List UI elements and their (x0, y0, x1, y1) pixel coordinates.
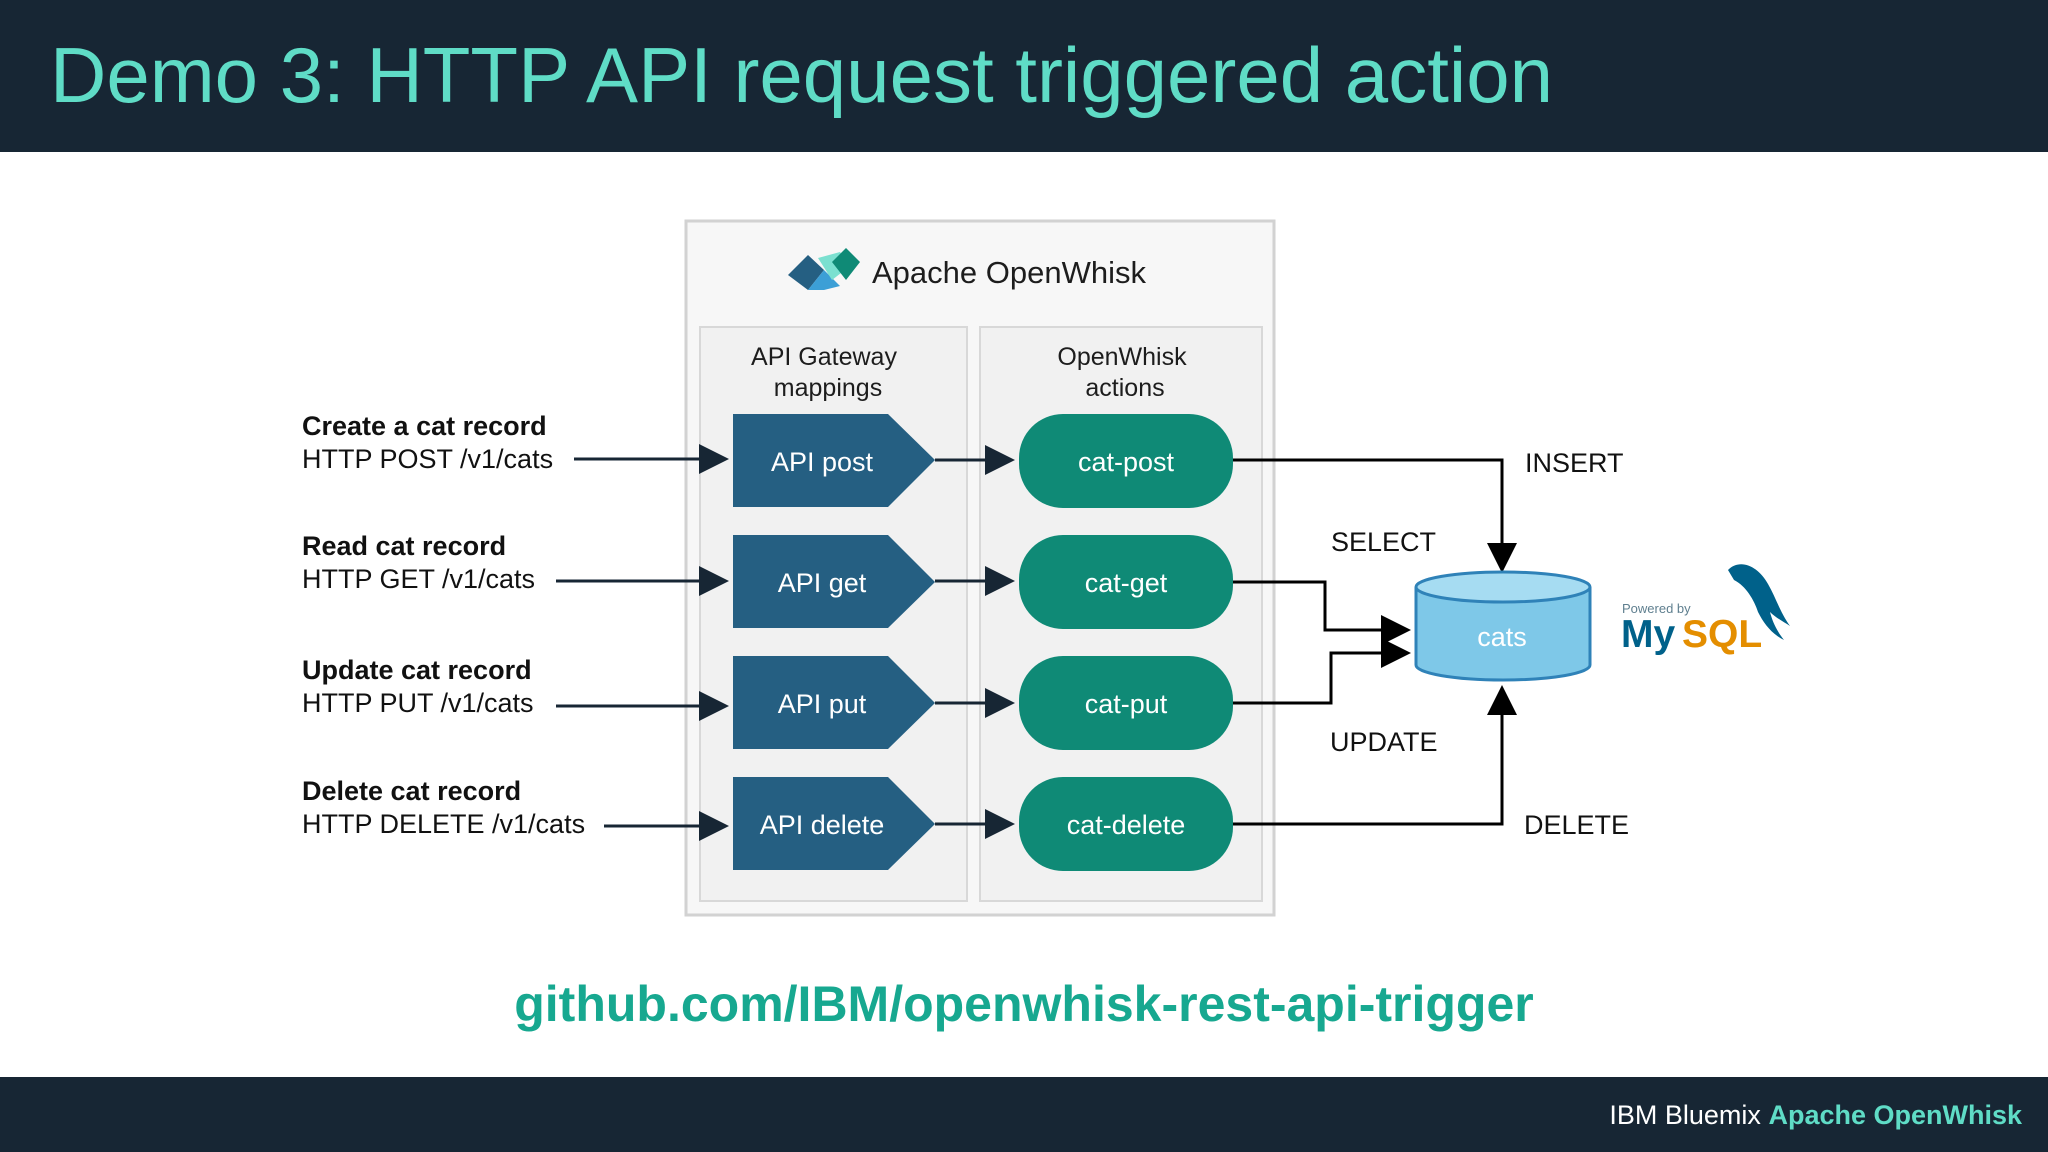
action-cat-post (1019, 414, 1233, 508)
gateway-header-line1: API Gateway (751, 343, 897, 371)
footer: IBM Bluemix Apache OpenWhisk (1609, 1100, 2022, 1131)
openwhisk-logo-icon (788, 248, 860, 290)
request-method-get: HTTP GET /v1/cats (302, 564, 535, 594)
api-mapping-delete-label: API delete (760, 810, 885, 840)
api-mapping-put (733, 656, 935, 749)
request-title-read: Read cat record (302, 531, 506, 561)
api-mapping-delete (733, 777, 935, 870)
footer-brand: Apache OpenWhisk (1768, 1100, 2022, 1130)
github-repo-link[interactable]: github.com/IBM/openwhisk-rest-api-trigge… (514, 976, 1534, 1032)
svg-text:My: My (1621, 613, 1675, 656)
svg-text:Powered by: Powered by (1622, 601, 1691, 616)
update-label: UPDATE (1330, 727, 1438, 757)
slide-title: Demo 3: HTTP API request triggered actio… (50, 31, 1553, 119)
actions-header-line1: OpenWhisk (1057, 343, 1187, 371)
svg-text:SQL: SQL (1682, 613, 1762, 656)
gateway-header-line2: mappings (774, 374, 882, 402)
action-cat-delete (1019, 777, 1233, 871)
insert-connector (1233, 458, 1517, 573)
openwhisk-product-name: Apache OpenWhisk (872, 255, 1146, 290)
action-cat-put (1019, 656, 1233, 750)
request-title-delete: Delete cat record (302, 776, 521, 806)
request-title-create: Create a cat record (302, 411, 547, 441)
api-mapping-get (733, 535, 935, 628)
insert-label: INSERT (1525, 448, 1624, 478)
delete-label: DELETE (1524, 810, 1629, 840)
footer-prefix: IBM Bluemix (1609, 1100, 1761, 1130)
delete-connector (1233, 685, 1517, 826)
action-cat-get (1019, 535, 1233, 629)
select-connector (1233, 580, 1411, 645)
select-label: SELECT (1331, 527, 1436, 557)
api-mapping-post (733, 414, 935, 507)
request-method-delete: HTTP DELETE /v1/cats (302, 809, 585, 839)
api-mapping-post-label: API post (771, 447, 874, 477)
mysql-logo-icon: Powered by My SQL (1621, 564, 1790, 656)
cats-database-icon (1414, 570, 1592, 682)
action-cat-delete-label: cat-delete (1067, 810, 1186, 840)
request-method-put: HTTP PUT /v1/cats (302, 688, 534, 718)
actions-header-line2: actions (1085, 374, 1164, 402)
action-cat-post-label: cat-post (1078, 447, 1175, 477)
api-mapping-put-label: API put (778, 689, 867, 719)
action-cat-put-label: cat-put (1085, 689, 1168, 719)
database-label: cats (1477, 622, 1527, 652)
title-bar (0, 0, 2048, 152)
request-title-update: Update cat record (302, 655, 532, 685)
action-cat-get-label: cat-get (1085, 568, 1168, 598)
footer-bar (0, 1077, 2048, 1152)
request-method-post: HTTP POST /v1/cats (302, 444, 553, 474)
api-mapping-get-label: API get (778, 568, 867, 598)
update-connector (1233, 638, 1411, 705)
